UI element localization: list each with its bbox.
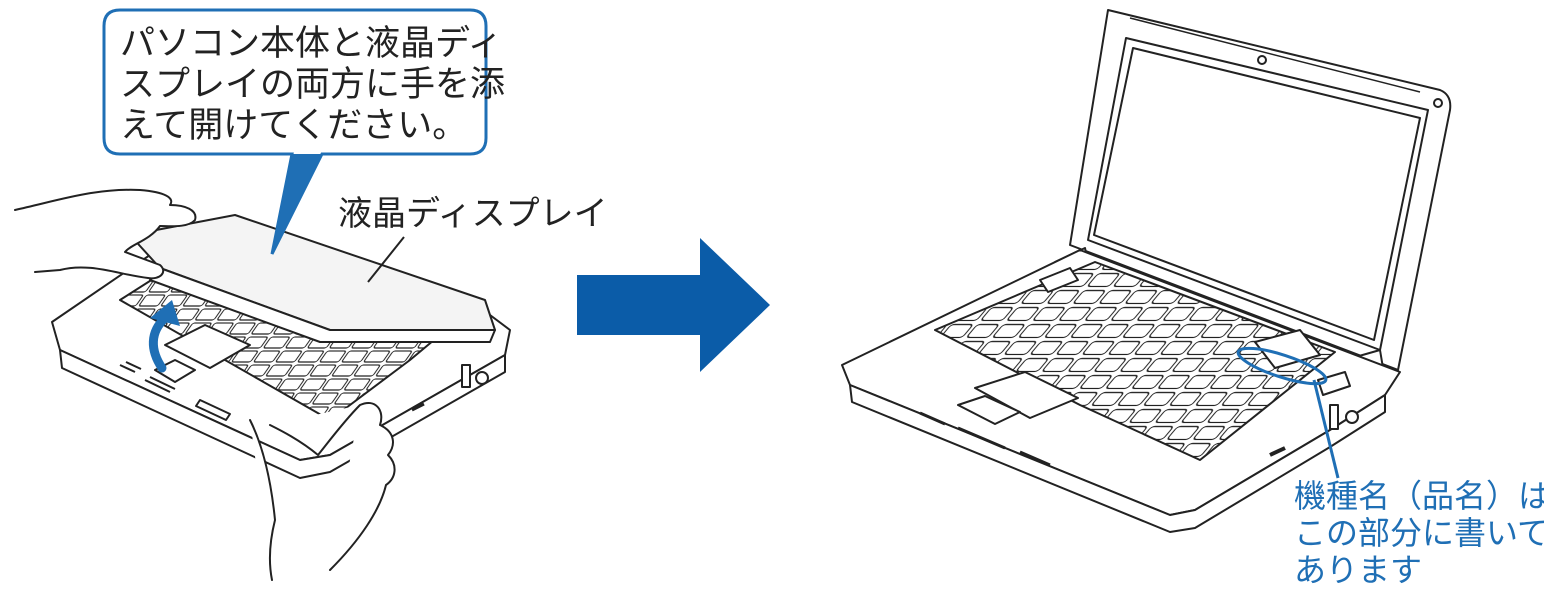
hands-icon [14,188,396,581]
lift-arrow-icon [148,300,180,373]
model-name-note: 機種名（品名）は この部分に書いて あります [1294,478,1544,589]
instruction-bubble [102,8,488,255]
model-note-leader-line [1312,379,1340,479]
display-leader-line [367,236,405,283]
right-arrow-icon [577,238,770,372]
laptop-open-icon [841,9,1452,533]
model-note-line: この部分に書いて [1294,514,1544,552]
instruction-line: パソコン本体と液晶ディ [120,24,503,64]
instruction-line: えて開けてください。 [120,106,468,146]
model-name-highlight [1236,346,1328,386]
instruction-line: スプレイの両方に手を添 [120,65,506,105]
model-note-line: あります [1294,551,1423,589]
instruction-text: パソコン本体と液晶ディ スプレイの両方に手を添 えて開けてください。 [120,24,506,147]
model-note-line: 機種名（品名）は [1294,477,1544,515]
display-label: 液晶ディスプレイ [338,194,608,234]
